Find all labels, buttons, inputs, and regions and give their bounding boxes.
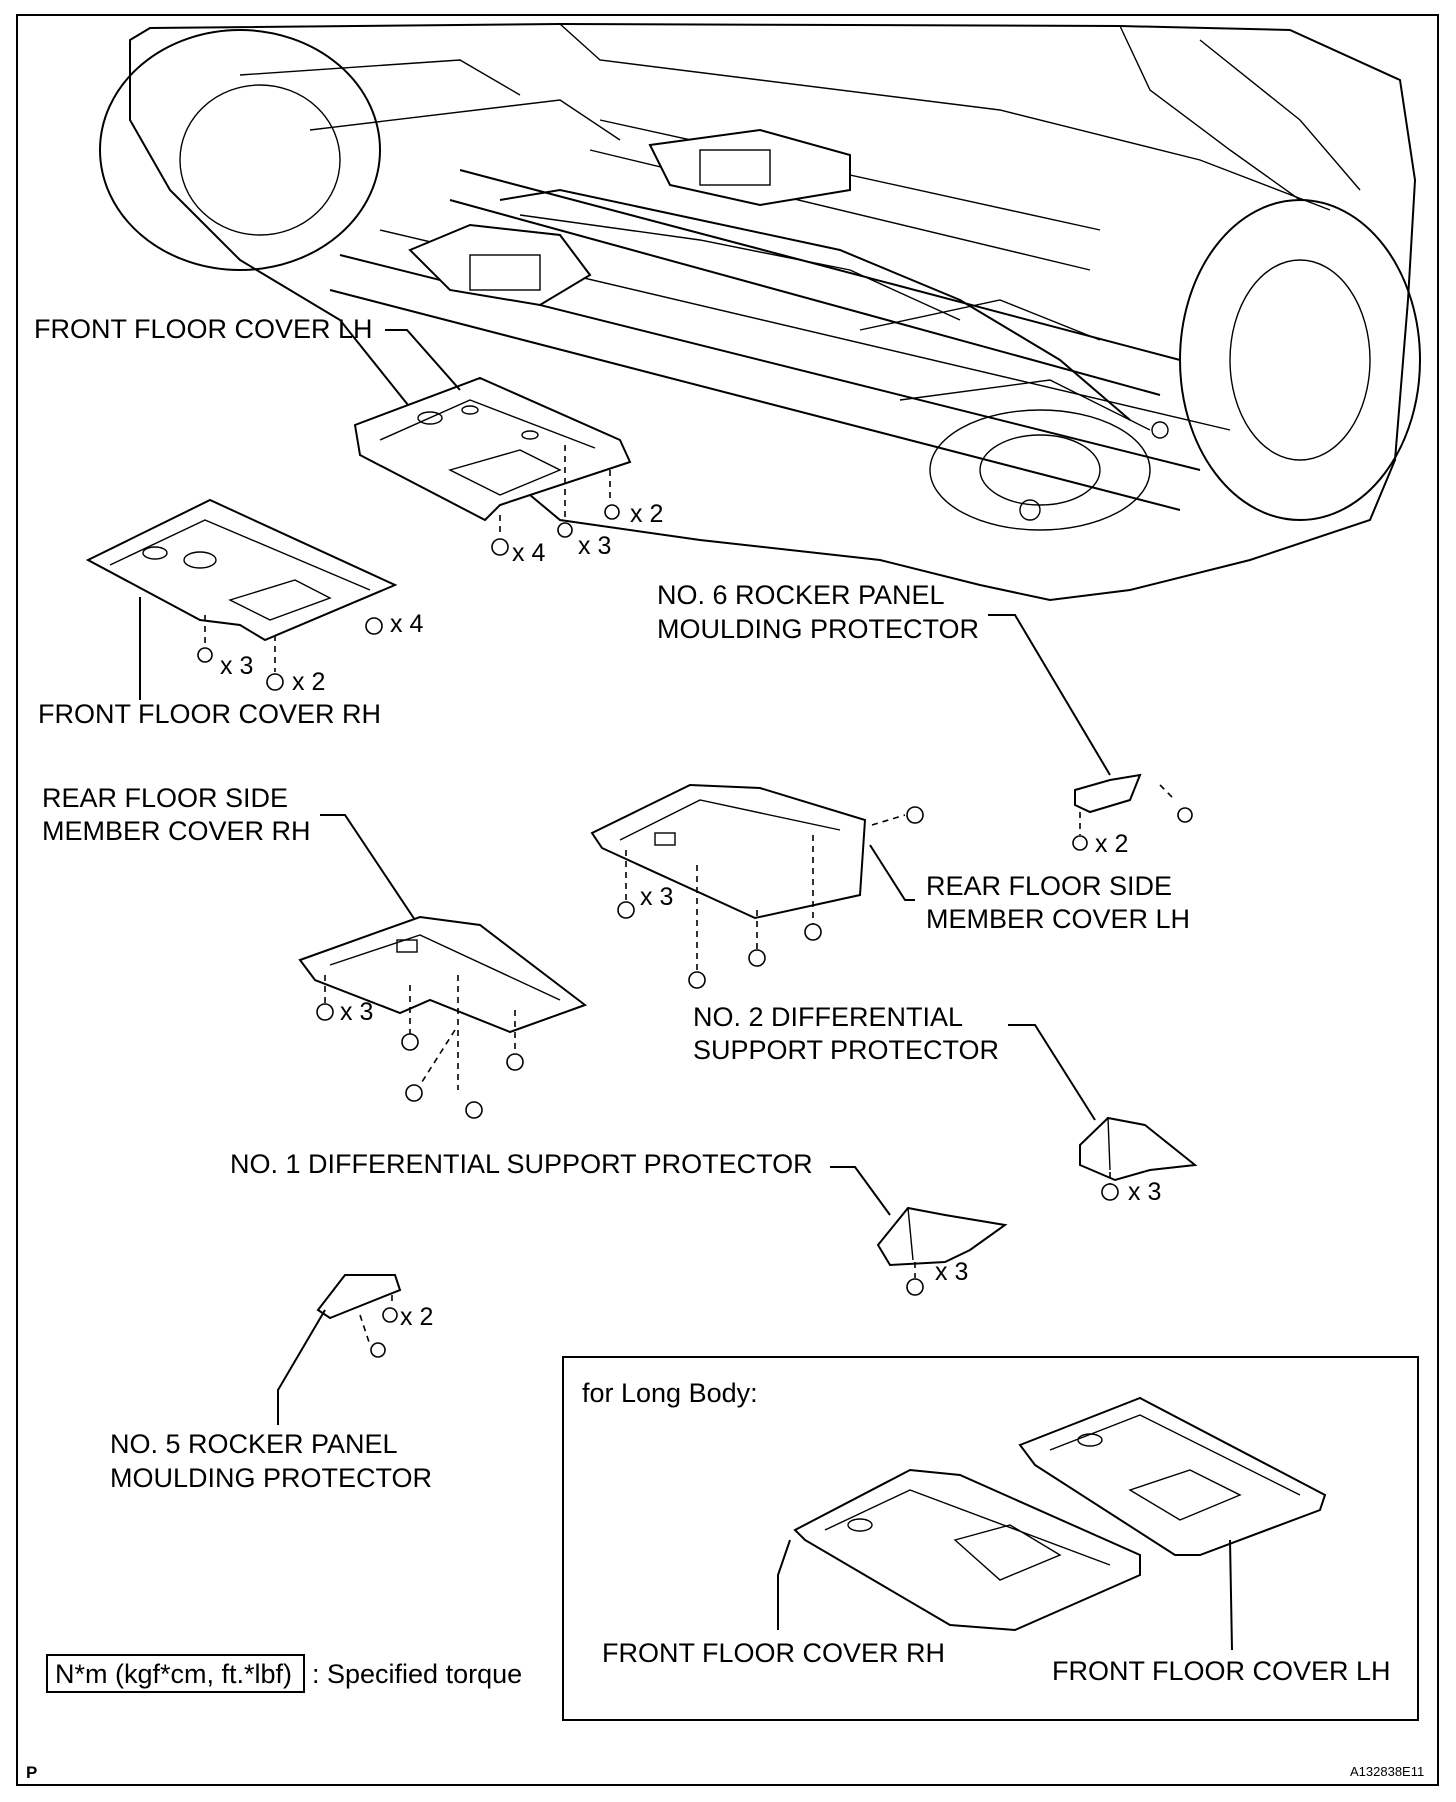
qty-rh-cover-bolts: x 2 <box>292 668 325 696</box>
label-no2-diff-line1: NO. 2 DIFFERENTIAL <box>693 1002 963 1032</box>
label-rear-lh-line2: MEMBER COVER LH <box>926 904 1190 934</box>
long-body-front-floor-cover-lh <box>1018 1396 1327 1556</box>
qty-no1-diff-bolts: x 3 <box>935 1258 968 1286</box>
label-no6-rocker-line2: MOULDING PROTECTOR <box>657 614 979 644</box>
vehicle-underbody-illustration <box>99 22 1421 602</box>
qty-lh-member-bolts: x 3 <box>640 883 673 911</box>
torque-legend-description: : Specified torque <box>312 1659 522 1689</box>
figure-border <box>16 14 1439 1786</box>
no2-differential-support-protector <box>1079 1116 1198 1201</box>
qty-no2-diff-bolts: x 3 <box>1128 1178 1161 1206</box>
page-mark: P <box>26 1763 37 1782</box>
qty-rh-cover-nuts: x 4 <box>390 610 423 638</box>
figure-id: A132838E11 <box>1350 1764 1424 1779</box>
qty-rh-cover-clips: x 3 <box>220 652 253 680</box>
label-no6-rocker-line1: NO. 6 ROCKER PANEL <box>657 580 945 610</box>
no5-rocker-protector <box>316 1274 402 1358</box>
rear-floor-side-member-cover-rh <box>298 915 588 1119</box>
torque-legend-box <box>46 1654 305 1693</box>
rear-floor-side-member-cover-lh <box>590 783 924 989</box>
label-no1-diff: NO. 1 DIFFERENTIAL SUPPORT PROTECTOR <box>230 1149 813 1179</box>
qty-lh-cover-bolts: x 2 <box>630 500 663 528</box>
qty-no5-bolts: x 2 <box>400 1303 433 1331</box>
front-floor-cover-lh <box>353 376 632 556</box>
label-no2-diff-line2: SUPPORT PROTECTOR <box>693 1035 999 1065</box>
qty-rh-member-bolts: x 3 <box>340 998 373 1026</box>
label-no5-rocker-line2: MOULDING PROTECTOR <box>110 1463 432 1493</box>
long-body-label-rh: FRONT FLOOR COVER RH <box>602 1638 945 1668</box>
no6-rocker-protector <box>1072 773 1193 851</box>
label-no5-rocker-line1: NO. 5 ROCKER PANEL <box>110 1429 398 1459</box>
label-rear-lh-line1: REAR FLOOR SIDE <box>926 871 1172 901</box>
front-floor-cover-rh <box>85 498 398 691</box>
long-body-title: for Long Body: <box>582 1378 758 1408</box>
label-front-floor-cover-lh: FRONT FLOOR COVER LH <box>34 314 373 344</box>
long-body-label-lh: FRONT FLOOR COVER LH <box>1052 1656 1391 1686</box>
long-body-front-floor-cover-rh <box>793 1468 1141 1632</box>
label-rear-rh-line2: MEMBER COVER RH <box>42 816 311 846</box>
label-front-floor-cover-rh: FRONT FLOOR COVER RH <box>38 699 381 729</box>
long-body-inset-box <box>562 1356 1419 1721</box>
label-rear-rh-line1: REAR FLOOR SIDE <box>42 783 288 813</box>
qty-lh-cover-clips: x 3 <box>578 532 611 560</box>
qty-lh-cover-nuts: x 4 <box>512 539 545 567</box>
no1-differential-support-protector <box>876 1206 1008 1296</box>
qty-no6-bolts: x 2 <box>1095 830 1128 858</box>
torque-legend-box-text: N*m (kgf*cm, ft.*lbf) <box>55 1659 292 1689</box>
